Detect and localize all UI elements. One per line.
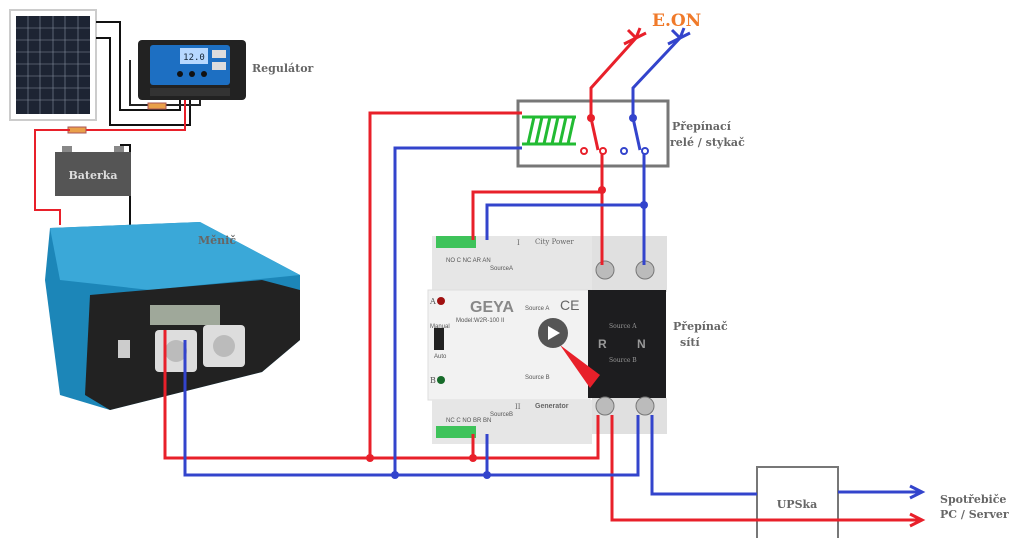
ats-source-a: Source A: [525, 306, 549, 312]
relay-coil-icon: [522, 115, 576, 146]
battery: Baterka: [55, 146, 131, 196]
ats-source-b: Source B: [525, 375, 550, 381]
ups-label: UPSka: [777, 498, 818, 511]
inverter-label: Měnič: [198, 234, 236, 247]
ats-city-power: City Power: [535, 238, 574, 246]
ats-terms-top: NO C NC AR AN: [446, 258, 491, 264]
battery-label: Baterka: [68, 169, 117, 182]
ats-led-a: A: [429, 297, 436, 306]
phase-wires: [163, 27, 926, 528]
ats-cover-source-b: Source B: [609, 357, 637, 364]
grid-label: E.ON: [652, 11, 701, 31]
ats-cover-source-a: Source A: [609, 323, 637, 330]
ats-source-b-term: SourceB: [490, 412, 513, 418]
load-label-2: PC / Server: [940, 508, 1009, 521]
ats-roman-2: II: [515, 403, 521, 411]
switch-label-1: Přepínač: [673, 320, 728, 333]
ats-model: Model:W2R-100 II: [456, 318, 505, 324]
regulator-label: Regulátor: [252, 62, 314, 75]
load-label-1: Spotřebiče: [940, 493, 1006, 506]
play-icon: [548, 326, 560, 340]
switch-label-2: sítí: [680, 336, 700, 349]
ups-box: [756, 466, 839, 538]
pv-wires: [34, 21, 201, 225]
ats-source-a-term: SourceA: [490, 266, 513, 272]
relay-label-2: relé / stykač: [670, 136, 745, 149]
ats-roman-1: I: [517, 239, 520, 247]
charge-regulator: 12.0: [138, 40, 246, 100]
neutral-wires: [183, 27, 926, 500]
ats-led-b: B: [430, 376, 436, 385]
solar-panel: [9, 9, 97, 121]
ce-mark: CE: [560, 297, 579, 313]
regulator-display: 12.0: [183, 53, 205, 63]
ats-manual: Manual: [430, 324, 450, 330]
ats-terms-bottom: NC C NO BR BN: [446, 418, 491, 424]
transfer-switch: GEYA Model:W2R-100 II CE Source A Source…: [427, 236, 667, 444]
ats-generator: Generator: [535, 403, 569, 410]
ats-brand: GEYA: [470, 299, 514, 316]
ats-n: N: [637, 337, 646, 351]
junction-dots: [366, 114, 649, 479]
inverter: [45, 222, 300, 410]
ats-r: R: [598, 337, 607, 351]
ats-auto: Auto: [434, 354, 447, 360]
relay-label-1: Přepínací: [672, 120, 732, 133]
